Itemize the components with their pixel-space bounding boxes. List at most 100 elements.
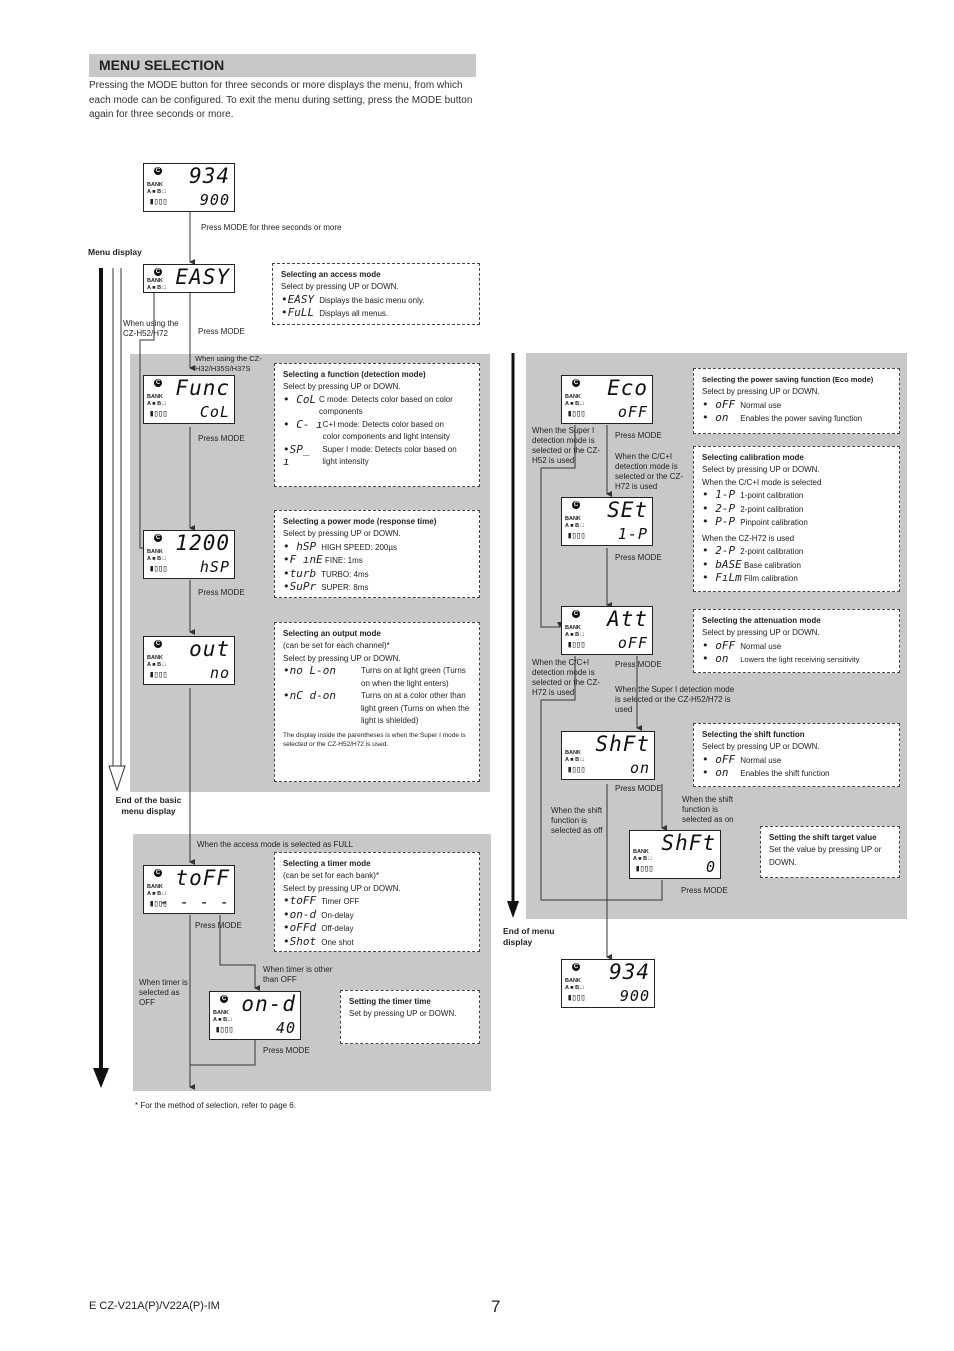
c-icon: C — [154, 640, 162, 648]
box-sub: (can be set for each bank)* — [283, 871, 380, 880]
display-att: C BANK A ■ B □ ▮▯▯▯ Att oFF — [561, 606, 653, 655]
bank-label: BANK — [565, 978, 581, 984]
option-code: •Shot — [283, 934, 317, 948]
label-when-h32: When using the CZ-H32/H35S/H37S — [195, 354, 262, 373]
option-code: • 1-P — [702, 488, 736, 501]
box-attenuation-mode: Selecting the attenuation mode Select by… — [693, 609, 900, 673]
option-code: • oFF — [702, 752, 736, 766]
display-line1: Func — [175, 376, 230, 400]
option-row: •toFF Timer OFF — [283, 894, 471, 909]
option-row: •oFFd Off-delay — [283, 921, 471, 936]
bank-label: BANK — [147, 549, 163, 555]
option-text: SUPER: 8ms — [321, 583, 369, 592]
label-press-mode: Press MODE — [263, 1046, 310, 1055]
bank-label: BANK — [633, 849, 649, 855]
option-row: •on-d On-delay — [283, 908, 471, 923]
box-sub: Select by pressing UP or DOWN. — [702, 465, 820, 474]
option-row: • oFF Normal use — [702, 752, 891, 768]
intro-text: Pressing the MODE button for three secon… — [89, 80, 473, 120]
option-text: Timer OFF — [321, 897, 360, 906]
display-line2: oFF — [617, 634, 648, 652]
ab-indicator: A ■ B □ — [147, 285, 166, 291]
display-shft: BANK A ■ B □ ▮▯▯▯ ShFt on — [561, 731, 655, 780]
option-text: One shot — [321, 937, 354, 947]
box-heading: Selecting the attenuation mode — [702, 616, 821, 625]
display-line2: 900 — [199, 191, 230, 209]
c-icon: C — [154, 167, 162, 175]
box-sub: Select by pressing UP or DOWN. — [702, 742, 820, 751]
label-shift-off: When the shift function is selected as o… — [551, 806, 603, 835]
option-code: •nC d-on — [283, 689, 336, 702]
display-line1: on-d — [241, 992, 296, 1016]
c-icon: C — [154, 534, 162, 542]
box-function-mode: Selecting a function (detection mode) Se… — [274, 363, 480, 487]
bank-bars: ▮▯▯▯ — [567, 409, 586, 419]
display-line1: 1200 — [175, 531, 230, 555]
box-heading: Selecting a power mode (response time) — [283, 517, 437, 526]
ab-indicator: A ■ B □ — [565, 632, 584, 638]
box-note: The display inside the parentheses is wh… — [283, 731, 466, 748]
display-out: C BANK A ■ B □ ▮▯▯▯ out no — [143, 636, 235, 685]
box-power-mode: Selecting a power mode (response time) S… — [274, 510, 480, 598]
box-heading: Selecting the shift function — [702, 730, 805, 739]
option-text: Turns on at light green (Turns on when t… — [361, 666, 466, 688]
label-cci-h72-b: When the C/C+I detection mode is selecte… — [532, 658, 601, 697]
option-text: Film calibration — [743, 574, 798, 583]
option-code: •toFF — [283, 894, 317, 907]
option-row: •no L-on Turns on at light green (Turns o… — [283, 664, 471, 690]
option-text: 2-point calibration — [740, 504, 804, 514]
option-row: •Shot One shot — [283, 934, 471, 950]
option-text: Normal use — [740, 400, 782, 410]
display-end: C BANK A ■ B □ ▮▯▯▯ 934 900 — [561, 959, 655, 1008]
display-line2: - - - - — [159, 893, 230, 911]
option-row: •SuPr SUPER: 8ms — [283, 580, 471, 595]
option-code: • P-P — [702, 515, 736, 528]
box-sub: Set by pressing UP or DOWN. — [349, 1009, 457, 1018]
box-sub: When the CZ-H72 is used — [702, 533, 795, 543]
display-line1: SEt — [607, 498, 648, 522]
display-line2: 40 — [275, 1019, 296, 1037]
display-line1: Eco — [607, 376, 648, 400]
box-heading: Selecting calibration mode — [702, 453, 804, 462]
c-icon: C — [572, 963, 580, 971]
option-code: • bASE — [702, 557, 742, 571]
label-when-h52: When using the CZ-H52/H72 — [123, 319, 179, 338]
option-code: •oFFd — [283, 921, 317, 934]
box-sub: (can be set for each channel)* — [283, 641, 390, 650]
display-line2: 1-P — [617, 525, 648, 543]
option-row: • FıLm Film calibration — [702, 571, 891, 586]
option-code: • hSP — [283, 539, 317, 553]
label-press-mode: Press MODE — [198, 434, 245, 443]
label-press-mode: Press MODE — [681, 886, 728, 895]
c-icon: C — [154, 379, 162, 387]
option-code: • C- ı — [283, 417, 323, 431]
c-icon: C — [572, 610, 580, 618]
display-line2: CoL — [199, 403, 230, 421]
option-code: •SP_ ı — [283, 442, 310, 468]
ab-indicator: A ■ B □ — [147, 401, 166, 407]
display-easy: C BANK A ■ B □ EASY — [143, 264, 235, 293]
option-code: •no L-on — [283, 664, 336, 677]
c-icon: C — [154, 869, 162, 877]
option-text: 2-point calibration — [740, 547, 804, 556]
section-title-bar: MENU SELECTION — [89, 54, 476, 77]
display-line2: no — [209, 664, 230, 682]
option-code: • oFF — [702, 638, 736, 652]
footnote: * For the method of selection, refer to … — [135, 1101, 296, 1110]
box-sub: Select by pressing UP or DOWN. — [283, 382, 401, 391]
display-shft-target: BANK A ■ B □ ▮▯▯▯ ShFt 0 — [629, 830, 721, 879]
display-line1: 934 — [609, 960, 650, 984]
label-shift-on: When the shift function is selected as o… — [682, 795, 734, 824]
option-row: •EASY Displays the basic menu only. — [281, 293, 471, 308]
box-sub: Select by pressing UP or DOWN. — [281, 282, 399, 291]
label-cci-h72: When the C/C+I detection mode is selecte… — [615, 452, 684, 491]
display-eco: C BANK A ■ B □ ▮▯▯▯ Eco oFF — [561, 375, 653, 424]
display-func: C BANK A ■ B □ ▮▯▯▯ Func CoL — [143, 375, 235, 424]
option-row: •FuLL Displays all menus. — [281, 306, 471, 321]
option-row: • P-P Pinpoint calibration — [702, 515, 891, 530]
label-press-mode: Press MODE — [615, 660, 662, 669]
label-press-mode: Press MODE — [198, 588, 245, 597]
option-text: Enables the shift function — [740, 769, 830, 778]
option-text: Normal use — [740, 641, 782, 651]
